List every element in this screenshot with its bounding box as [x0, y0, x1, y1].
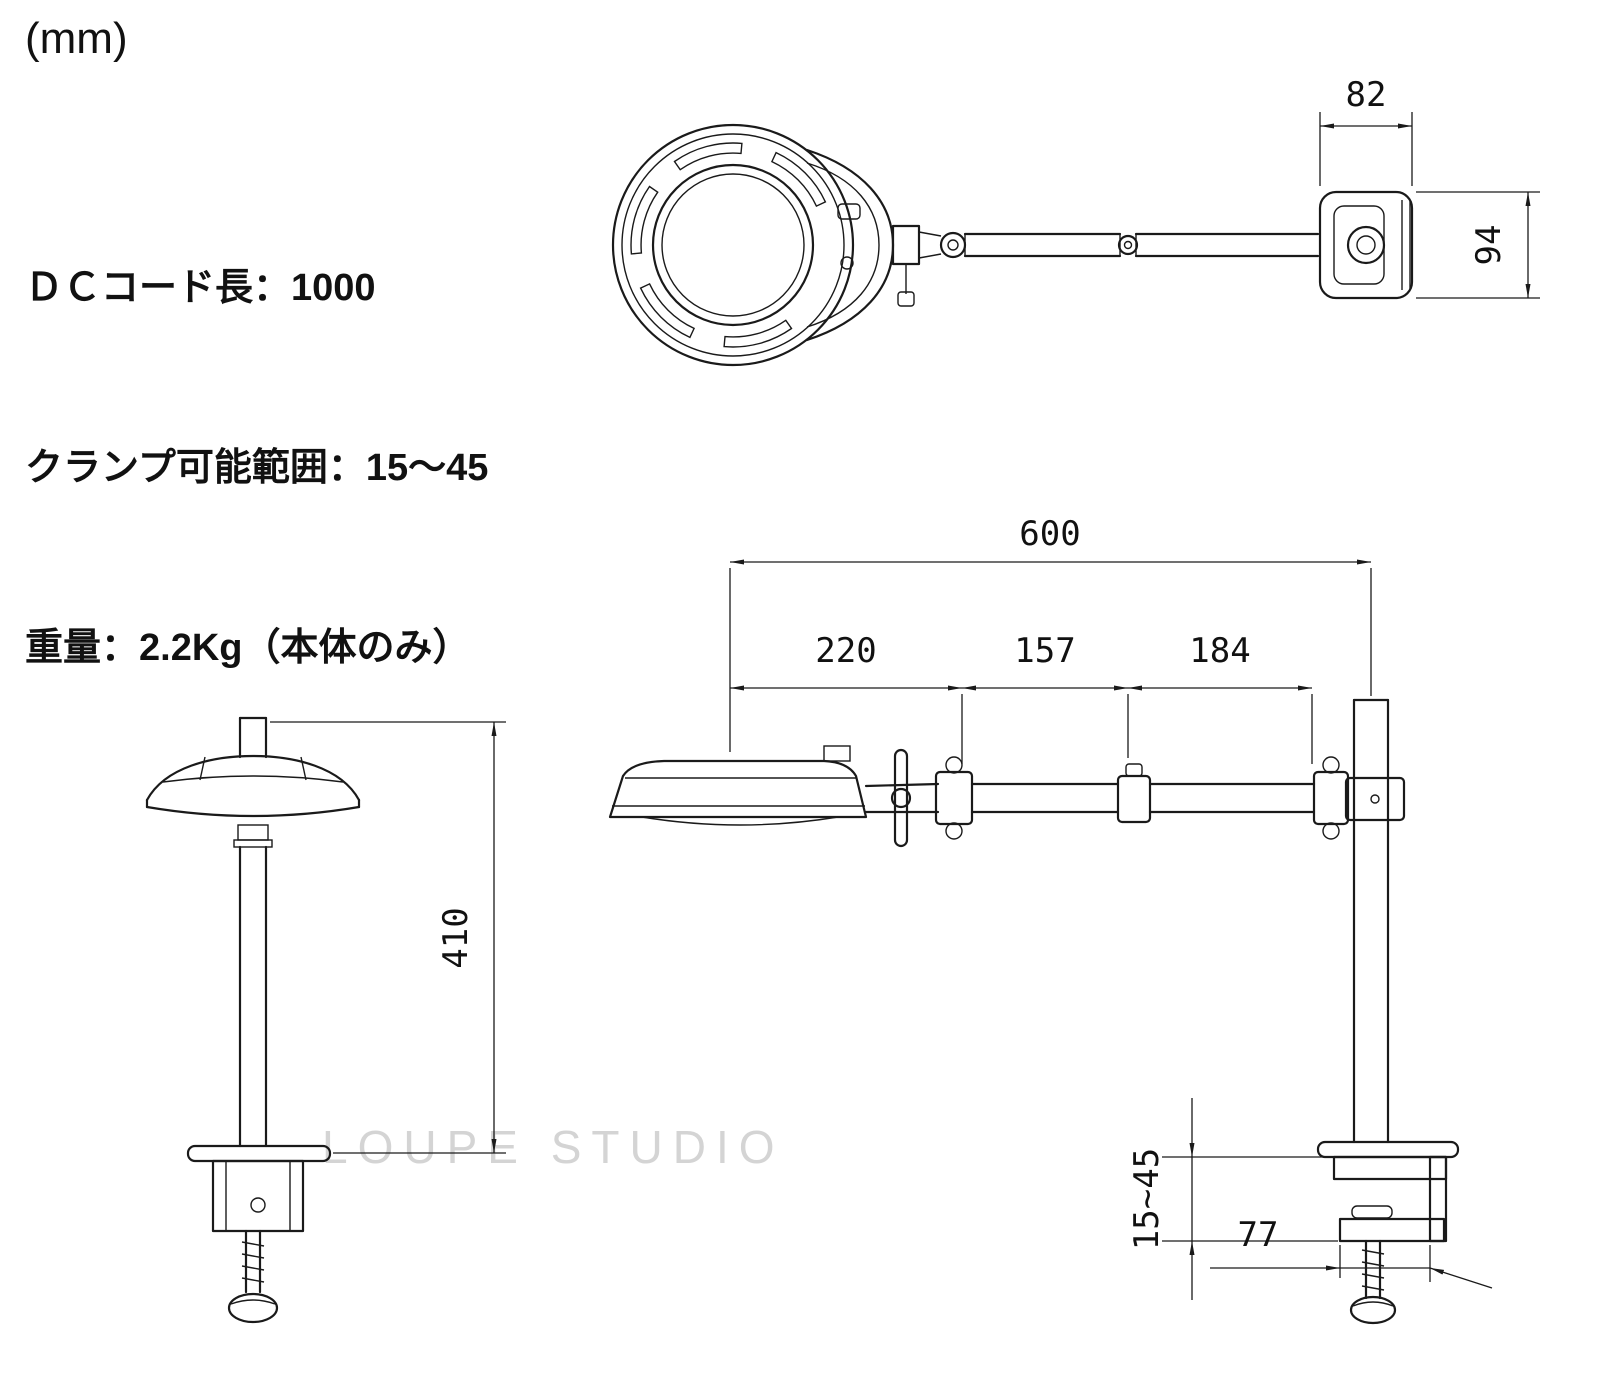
front-view-lamp — [145, 716, 361, 1324]
clamp-knob — [227, 1292, 279, 1324]
watermark: LOUPE STUDIO — [322, 1121, 785, 1173]
top-view-magnifier-head — [611, 123, 895, 367]
dim-label-77: 77 — [1238, 1215, 1279, 1255]
dim-label-184: 184 — [1189, 631, 1250, 671]
front-view-clamp — [186, 1144, 332, 1324]
dim-label-15-45: 15~45 — [1127, 1148, 1167, 1250]
dimension-clamp-range: 15~45 — [1127, 1098, 1338, 1300]
power-switch — [837, 203, 861, 220]
side-view-clamp — [1316, 1140, 1460, 1325]
top-view-arm — [891, 224, 1320, 307]
head-profile — [608, 759, 868, 819]
dimension-77: 77 — [1210, 1215, 1493, 1289]
dim-label-600: 600 — [1019, 514, 1080, 554]
head-vent-slots — [630, 142, 827, 348]
dimension-410: 410 — [270, 721, 506, 1154]
mid-joint — [1117, 234, 1139, 256]
spec-clamp-range: クランプ可能範囲：15～45 — [25, 447, 489, 489]
lock-lever-side — [893, 748, 909, 848]
dimension-arm-segments: 220 157 184 — [730, 631, 1313, 764]
clamp-knob-side — [1349, 1295, 1397, 1325]
head-handle — [805, 148, 895, 342]
dc-jack — [840, 256, 854, 270]
dim-label-82: 82 — [1346, 75, 1387, 115]
shade-dome — [145, 754, 361, 802]
top-view-clamp-bracket — [1318, 190, 1414, 300]
unit-label: (mm) — [25, 14, 128, 63]
dim-label-94: 94 — [1469, 225, 1509, 266]
dimension-94: 94 — [1416, 191, 1540, 299]
spec-weight: 重量：2.2Kg（本体のみ） — [25, 627, 471, 669]
side-view-lamp — [608, 698, 1460, 1325]
dim-label-410: 410 — [436, 907, 476, 968]
dimension-600: 600 — [729, 514, 1372, 752]
dim-label-157: 157 — [1014, 631, 1075, 671]
dim-label-220: 220 — [815, 631, 876, 671]
spec-text-block: ＤＣコード長：1000 クランプ可能範囲：15～45 重量：2.2Kg（本体のみ… — [25, 138, 488, 798]
switch-side — [823, 745, 851, 762]
dimension-82: 82 — [1319, 75, 1413, 186]
spec-dc-cord: ＤＣコード長：1000 — [25, 267, 376, 309]
